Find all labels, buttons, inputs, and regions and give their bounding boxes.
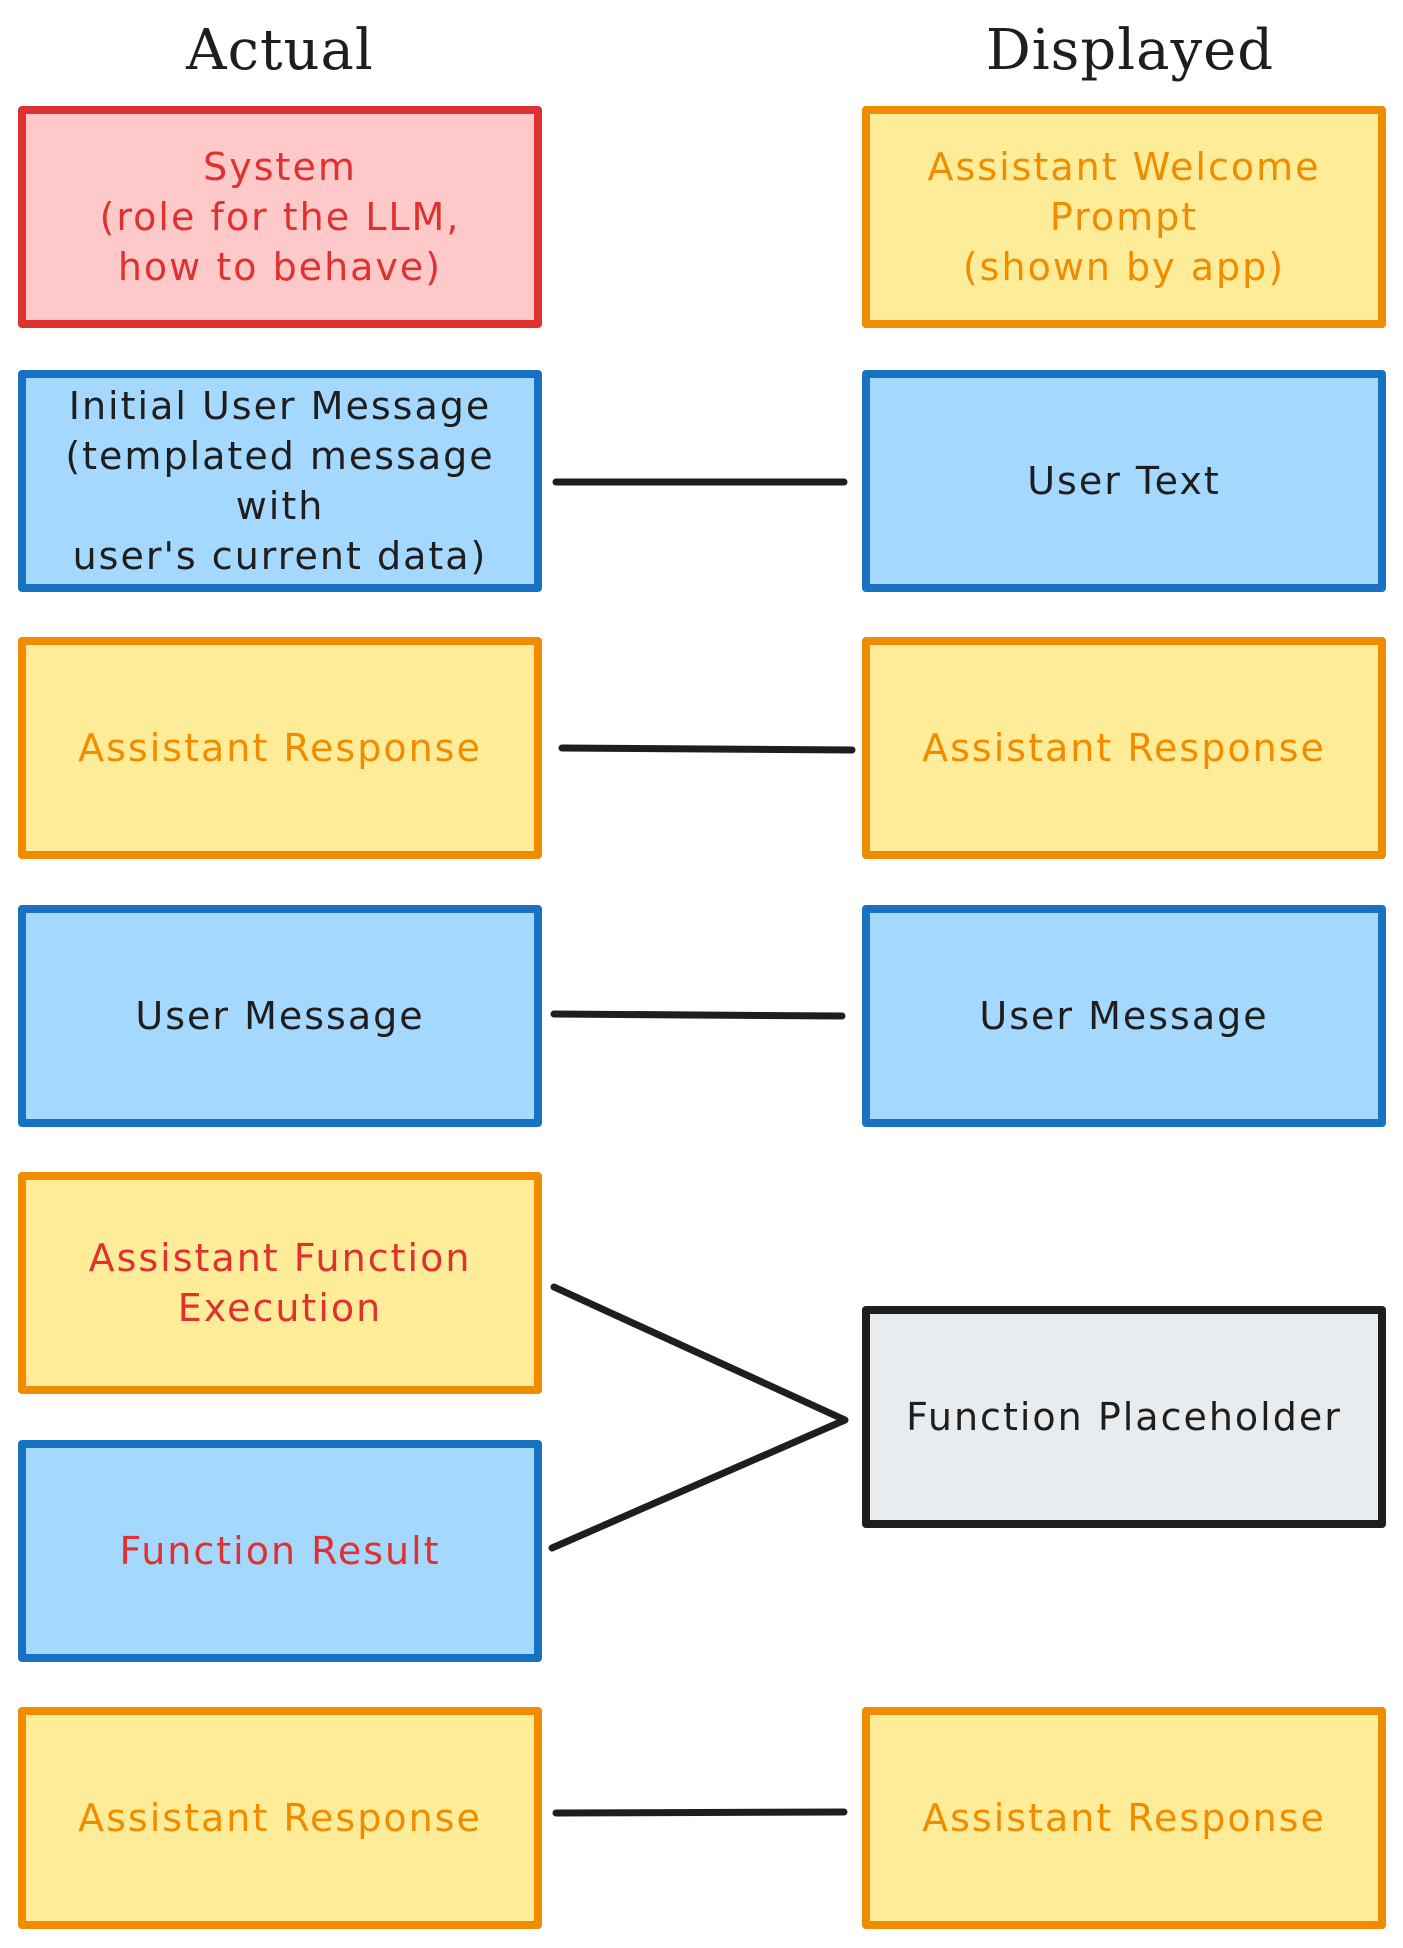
actual-initial-user-message-box: Initial User Message (templated message …	[18, 370, 542, 592]
column-heading-displayed: Displayed	[985, 18, 1275, 83]
actual-system-box: System (role for the LLM, how to behave)	[18, 106, 542, 328]
column-heading-actual: Actual	[186, 18, 374, 83]
displayed-user-message-label: User Message	[979, 994, 1269, 1038]
actual-assistant-response-box: Assistant Response	[18, 637, 542, 859]
actual-initial-user-message-label: Initial User Message (templated message …	[65, 384, 495, 578]
actual-user-message-box: User Message	[18, 905, 542, 1127]
displayed-assistant-welcome-prompt-label: Assistant Welcome Prompt (shown by app)	[927, 145, 1321, 289]
actual-user-message-label: User Message	[135, 994, 425, 1038]
connector-user-message	[550, 1010, 846, 1020]
displayed-user-text-label: User Text	[1027, 459, 1221, 503]
actual-final-assistant-response-label: Assistant Response	[78, 1796, 482, 1840]
displayed-assistant-welcome-prompt-box: Assistant Welcome Prompt (shown by app)	[862, 106, 1386, 328]
actual-assistant-function-execution-box: Assistant Function Execution	[18, 1172, 542, 1394]
displayed-user-message-box: User Message	[862, 905, 1386, 1127]
displayed-assistant-response-label: Assistant Response	[922, 726, 1326, 770]
actual-final-assistant-response-box: Assistant Response	[18, 1707, 542, 1929]
displayed-final-assistant-response-label: Assistant Response	[922, 1796, 1326, 1840]
connector-assistant-response-2	[552, 1808, 848, 1817]
connector-assistant-response-1	[558, 744, 856, 754]
actual-function-result-box: Function Result	[18, 1440, 542, 1662]
actual-assistant-response-label: Assistant Response	[78, 726, 482, 770]
displayed-function-placeholder-label: Function Placeholder	[906, 1395, 1342, 1439]
actual-function-result-label: Function Result	[119, 1529, 441, 1573]
displayed-assistant-response-box: Assistant Response	[862, 637, 1386, 859]
displayed-final-assistant-response-box: Assistant Response	[862, 1707, 1386, 1929]
displayed-function-placeholder-box: Function Placeholder	[862, 1306, 1386, 1528]
actual-assistant-function-execution-label: Assistant Function Execution	[88, 1236, 472, 1330]
connector-function-merge	[548, 1283, 849, 1552]
actual-system-label: System (role for the LLM, how to behave)	[99, 145, 461, 289]
displayed-user-text-box: User Text	[862, 370, 1386, 592]
